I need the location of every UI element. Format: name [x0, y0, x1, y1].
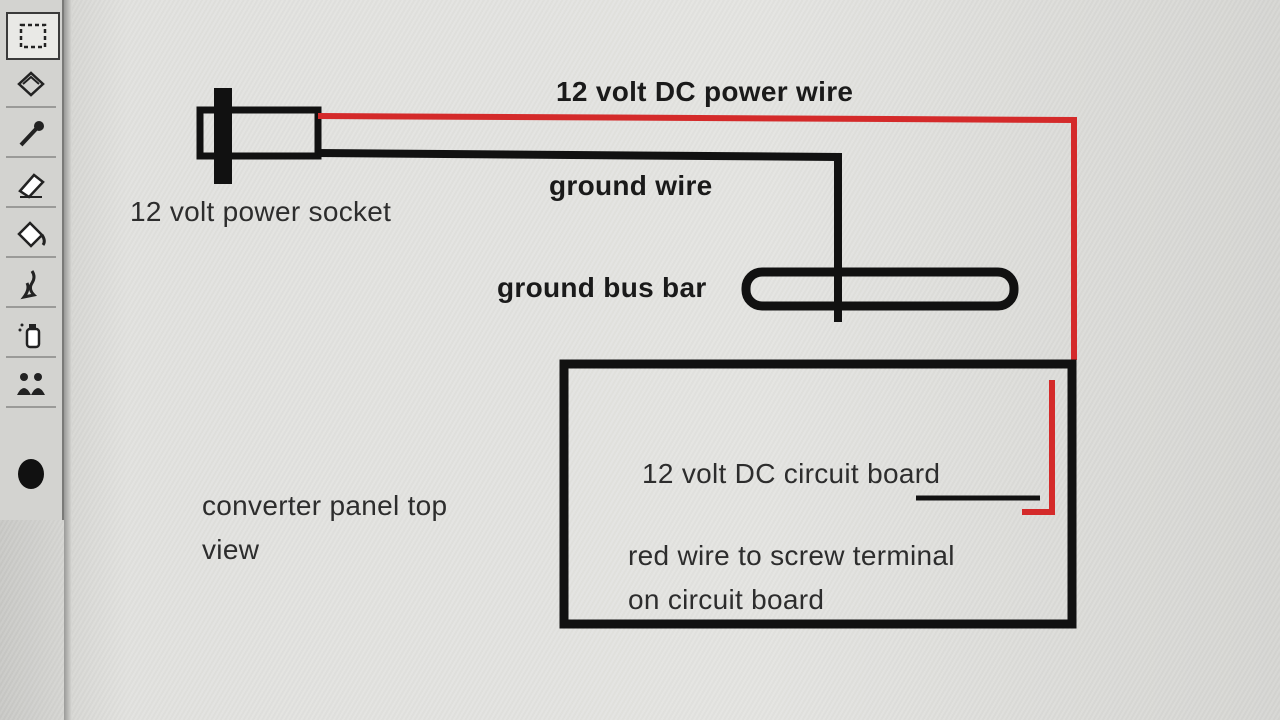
socket-body — [196, 106, 322, 160]
ground-bus-bar — [741, 267, 1019, 311]
label-converter-line2: view — [202, 534, 260, 565]
marquee-select-tool[interactable] — [6, 12, 60, 60]
label-ground-wire: ground wire — [549, 170, 713, 201]
label-red-wire-line2: on circuit board — [628, 584, 825, 615]
label-power-wire: 12 volt DC power wire — [556, 76, 854, 107]
toolbar-divider — [64, 0, 72, 720]
label-converter-line1: converter panel top — [202, 490, 448, 521]
label-red-wire-line1: red wire to screw terminal — [628, 540, 955, 571]
eraser-tool[interactable] — [6, 162, 56, 208]
power-socket — [196, 88, 322, 184]
lasso-icon — [17, 71, 45, 97]
brush-tool[interactable] — [6, 262, 56, 308]
label-power-socket: 12 volt power socket — [130, 196, 392, 227]
brush-icon — [20, 270, 38, 300]
label-ground-bus-bar: ground bus bar — [497, 272, 707, 303]
stamp-tool[interactable] — [6, 362, 56, 408]
label-circuit-board: 12 volt DC circuit board — [642, 458, 941, 489]
marquee-select-icon — [19, 23, 47, 49]
lasso-tool[interactable] — [6, 62, 56, 108]
circuit-board-box — [559, 359, 1077, 629]
spray-can-icon — [18, 323, 41, 349]
socket-flange — [214, 88, 232, 184]
power-wire — [317, 113, 1077, 360]
color-swatch-icon — [18, 459, 44, 489]
eyedropper-icon — [19, 121, 44, 147]
paint-bucket-tool[interactable] — [6, 212, 56, 258]
paint-bucket-icon — [17, 221, 46, 248]
eraser-icon — [18, 173, 45, 199]
tool-palette — [0, 0, 65, 520]
eyedropper-tool[interactable] — [6, 112, 56, 158]
ground-wire — [317, 149, 842, 322]
color-swatch[interactable] — [6, 452, 56, 496]
red-wire-to-terminal — [1022, 380, 1055, 515]
spray-can-tool[interactable] — [6, 312, 56, 358]
stamp-icon — [17, 373, 45, 395]
